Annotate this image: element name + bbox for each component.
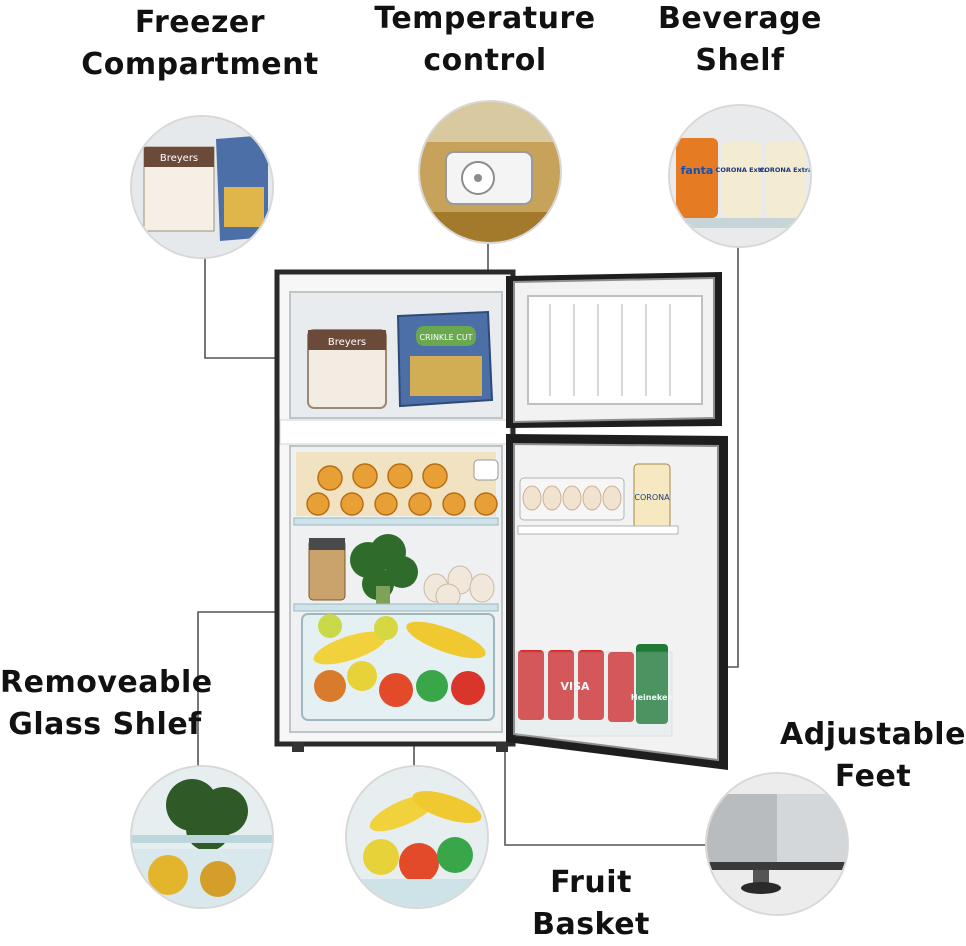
freezer-compartment-label: Freezer Compartment <box>81 5 319 82</box>
glass-shelf-leader-line <box>197 611 310 770</box>
inset-freezer-text: Breyers <box>160 153 198 164</box>
glass-shelf-label: Removeable Glass Shlef <box>0 665 213 742</box>
temperature-control-label: Temperature control <box>374 1 596 78</box>
freezer-ice-cream-text: Breyers <box>328 337 366 348</box>
inset-beverage-can-1-text: fanta <box>681 164 714 177</box>
glass-shelf-lower <box>293 603 499 612</box>
temperature-control-inset <box>418 100 562 244</box>
adjustable-feet-inset <box>705 772 849 916</box>
fruit-basket-label: Fruit Basket <box>532 865 650 942</box>
glass-shelf-upper <box>293 517 499 526</box>
door-shelf-upper <box>517 525 679 535</box>
thermostat-knob <box>473 459 499 481</box>
fruit-basket-inset <box>345 765 489 909</box>
refrigerator: Breyers CRINKLE CUT <box>274 269 728 770</box>
beverage-shelf <box>515 651 673 737</box>
inset-beverage-can-3-text: CORONA Extra <box>760 166 810 174</box>
door-cans-text: VISA <box>560 680 590 693</box>
feet-leader-line <box>504 742 706 846</box>
glass-shelf-inset <box>130 765 274 909</box>
inset-beverage-can-2-text: CORONA Extra <box>716 166 769 174</box>
freezer-fries-text: CRINKLE CUT <box>419 333 472 342</box>
adjustable-feet-label: Adjustable Feet <box>780 717 966 794</box>
beverage-shelf-label: Beverage Shelf <box>658 1 822 78</box>
door-green-can-text: Heineken <box>631 693 674 702</box>
freezer-inset: Breyers <box>130 115 274 259</box>
door-bottle-text: CORONA <box>634 493 670 502</box>
beverage-shelf-inset: fanta CORONA Extra CORONA Extra <box>668 104 812 248</box>
